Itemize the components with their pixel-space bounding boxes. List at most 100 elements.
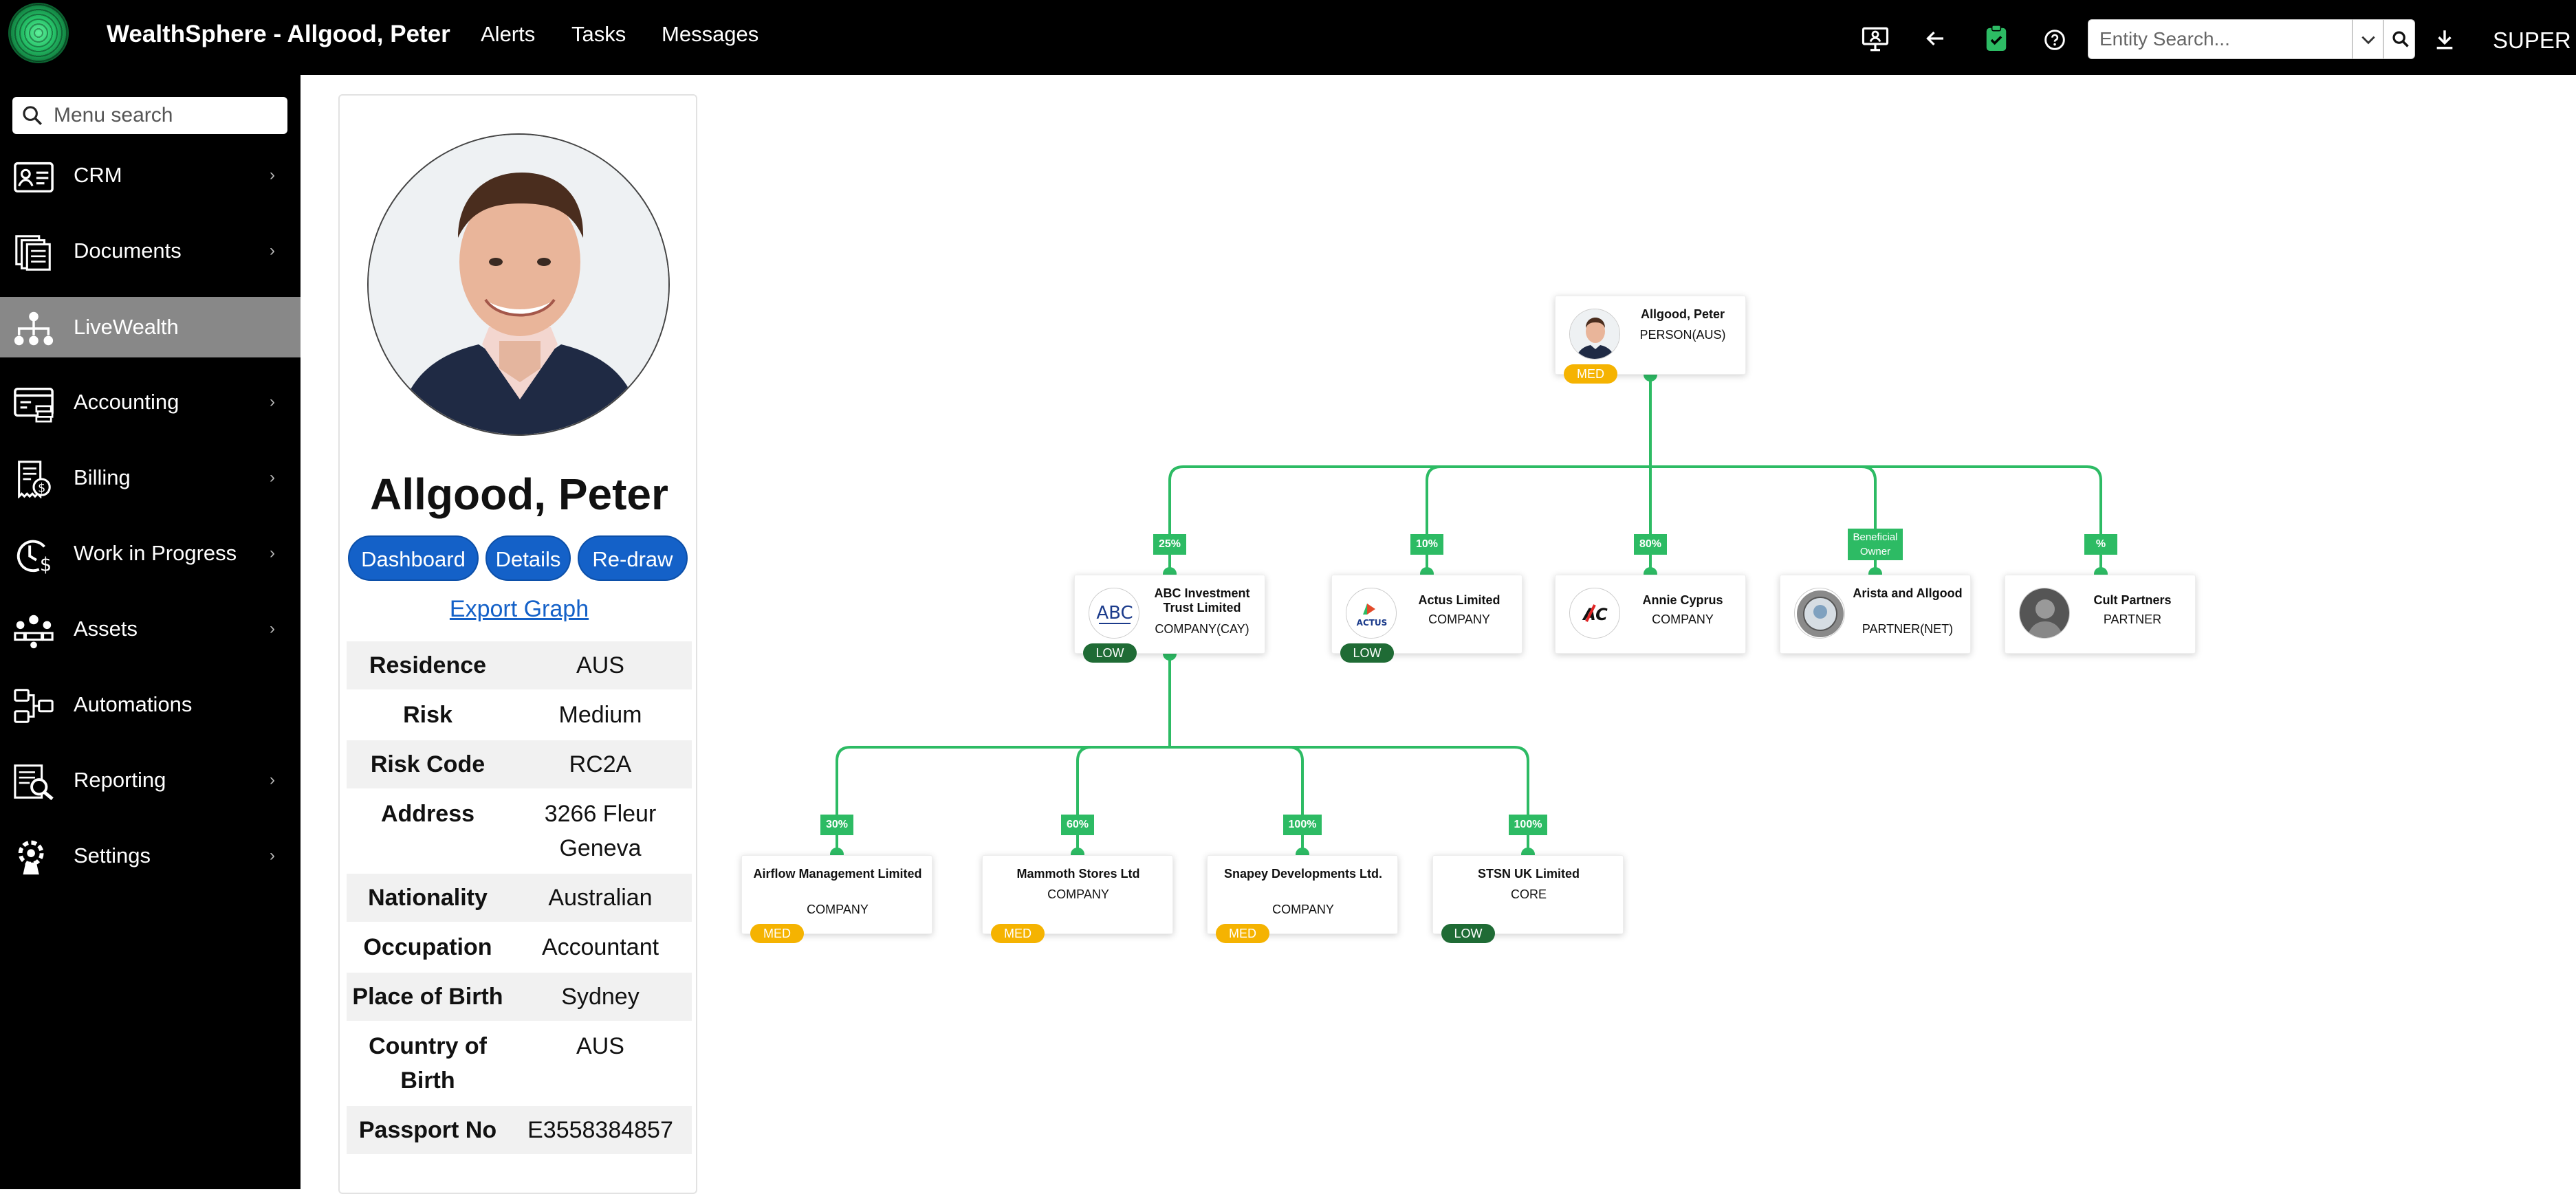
ownership-pct-label: 100% (1283, 815, 1322, 835)
assets-icon (14, 615, 54, 649)
graph-node-actus[interactable]: ACTUS Actus Limited COMPANY LOW (1331, 575, 1522, 663)
sidebar-item-label: Work in Progress (74, 541, 237, 565)
sidebar-item-documents[interactable]: Documents › (0, 221, 301, 281)
nav-messages[interactable]: Messages (662, 22, 759, 46)
app-logo[interactable] (8, 3, 69, 63)
graph-connectors (830, 368, 2108, 861)
sidebar-item-work-in-progress[interactable]: $ Work in Progress › (0, 523, 301, 584)
app-title: WealthSphere - Allgood, Peter (107, 21, 450, 47)
graph-node-snapey[interactable]: Snapey Developments Ltd. COMPANY MED (1207, 855, 1398, 943)
sidebar-item-reporting[interactable]: Reporting › (0, 750, 301, 810)
node-type: PERSON(AUS) (1639, 328, 1726, 342)
node-title: Arista and Allgood (1853, 586, 1963, 600)
node-type: COMPANY(CAY) (1155, 622, 1249, 636)
sidebar-item-assets[interactable]: Assets › (0, 599, 301, 659)
automations-icon (14, 689, 54, 723)
node-type: COMPANY (1047, 887, 1109, 901)
sidebar-item-accounting[interactable]: Accounting › (0, 372, 301, 432)
graph-node-annie-cyprus[interactable]: AC Annie Cyprus COMPANY (1555, 575, 1746, 654)
ownership-pct-label: 25% (1153, 534, 1186, 555)
logo-text: ACTUS (1357, 618, 1388, 628)
chevron-right-icon: › (270, 241, 275, 260)
sidebar-item-billing[interactable]: $ Billing › (0, 447, 301, 508)
user-name[interactable]: SUPER (2493, 27, 2571, 53)
svg-text:$: $ (38, 481, 45, 495)
search-button[interactable] (2383, 19, 2415, 59)
monitor-user-icon[interactable] (1861, 25, 1890, 54)
sidebar-item-label: CRM (74, 163, 122, 187)
menu-search-box[interactable] (12, 97, 287, 134)
field-value: AUS (509, 641, 692, 691)
sidebar-item-label: Documents (74, 239, 182, 263)
ac-logo-icon: AC (1582, 604, 1608, 624)
node-logo: ABC (1089, 588, 1139, 639)
field-key: Risk Code (347, 740, 509, 790)
sidebar-item-label: Billing (74, 465, 131, 489)
graph-node-abc-investment[interactable]: ABC ABC Investment Trust Limited COMPANY… (1074, 575, 1265, 663)
graph-node-stsn[interactable]: STSN UK Limited CORE LOW (1432, 855, 1624, 943)
node-title: Actus Limited (1418, 593, 1500, 607)
sidebar-item-crm[interactable]: CRM › (0, 145, 301, 206)
seal-logo-icon (1797, 590, 1844, 637)
sidebar-item-settings[interactable]: Settings › (0, 826, 301, 886)
help-icon[interactable] (2044, 29, 2066, 51)
export-graph-link[interactable]: Export Graph (449, 596, 589, 622)
nav-alerts[interactable]: Alerts (481, 22, 536, 46)
back-arrow-icon[interactable] (1923, 26, 1947, 51)
profile-panel: Allgood, Peter Dashboard Details Re-draw… (338, 94, 697, 1194)
node-title: Allgood, Peter (1640, 307, 1725, 321)
node-title: Airflow Management Limited (753, 867, 922, 881)
sidebar: CRM › Documents › LiveWealth (0, 75, 301, 1189)
node-type: CORE (1510, 887, 1547, 901)
ownership-pct-label: 100% (1509, 815, 1547, 835)
dashboard-button[interactable]: Dashboard (348, 535, 479, 581)
node-type: COMPANY (1272, 903, 1334, 916)
node-title: Snapey Developments Ltd. (1223, 867, 1383, 881)
billing-icon: $ (18, 461, 51, 498)
chevron-right-icon: › (270, 771, 275, 789)
clock-dollar-icon: $ (17, 540, 52, 574)
graph-node-arista-allgood[interactable]: Arista and Allgood PARTNER(NET) (1780, 575, 1971, 654)
logo-text: ABC (1096, 603, 1133, 623)
settings-icon (18, 840, 44, 875)
risk-badge: MED (1216, 924, 1269, 943)
details-button[interactable]: Details (485, 535, 571, 581)
graph-node-mammoth[interactable]: Mammoth Stores Ltd COMPANY MED (982, 855, 1173, 943)
node-type: COMPANY (807, 903, 869, 916)
graph-node-root[interactable]: Allgood, Peter PERSON(AUS) MED (1555, 296, 1746, 384)
redraw-button[interactable]: Re-draw (578, 535, 688, 581)
menu-search-input[interactable] (54, 97, 281, 134)
field-key: Residence (347, 641, 509, 691)
graph-node-cult-partners[interactable]: Cult Partners PARTNER (2005, 575, 2196, 654)
sidebar-item-label: Accounting (74, 390, 179, 414)
search-dropdown-button[interactable] (2352, 19, 2383, 59)
svg-text:$: $ (40, 554, 52, 574)
field-value: Sydney (509, 972, 692, 1022)
logo-text: AC (1582, 605, 1608, 624)
graph-node-airflow[interactable]: Airflow Management Limited COMPANY MED (741, 855, 932, 943)
node-title: Mammoth Stores Ltd (1016, 867, 1140, 881)
chevron-right-icon: › (270, 166, 275, 184)
node-avatar (1569, 309, 1620, 360)
node-title: STSN UK Limited (1477, 867, 1580, 881)
sidebar-item-livewealth[interactable]: LiveWealth (0, 297, 301, 357)
download-icon[interactable] (2433, 27, 2456, 51)
abc-logo-icon: ABC (1096, 603, 1133, 624)
sidebar-item-automations[interactable]: Automations (0, 674, 301, 735)
node-title: ABC Investment Trust Limited (1154, 586, 1250, 615)
clipboard-check-icon[interactable] (1983, 23, 2009, 52)
node-logo (1794, 588, 1845, 639)
chevron-down-icon (2361, 36, 2375, 45)
entity-search-input[interactable] (2088, 19, 2353, 59)
sidebar-item-label: LiveWealth (74, 315, 179, 339)
field-key: Occupation (347, 922, 509, 973)
ownership-graph: 25% 10% 80% Beneficial Owner % 30% 60% 1… (301, 75, 2576, 1189)
nav-tasks[interactable]: Tasks (571, 22, 626, 46)
org-chart-icon (14, 311, 54, 346)
